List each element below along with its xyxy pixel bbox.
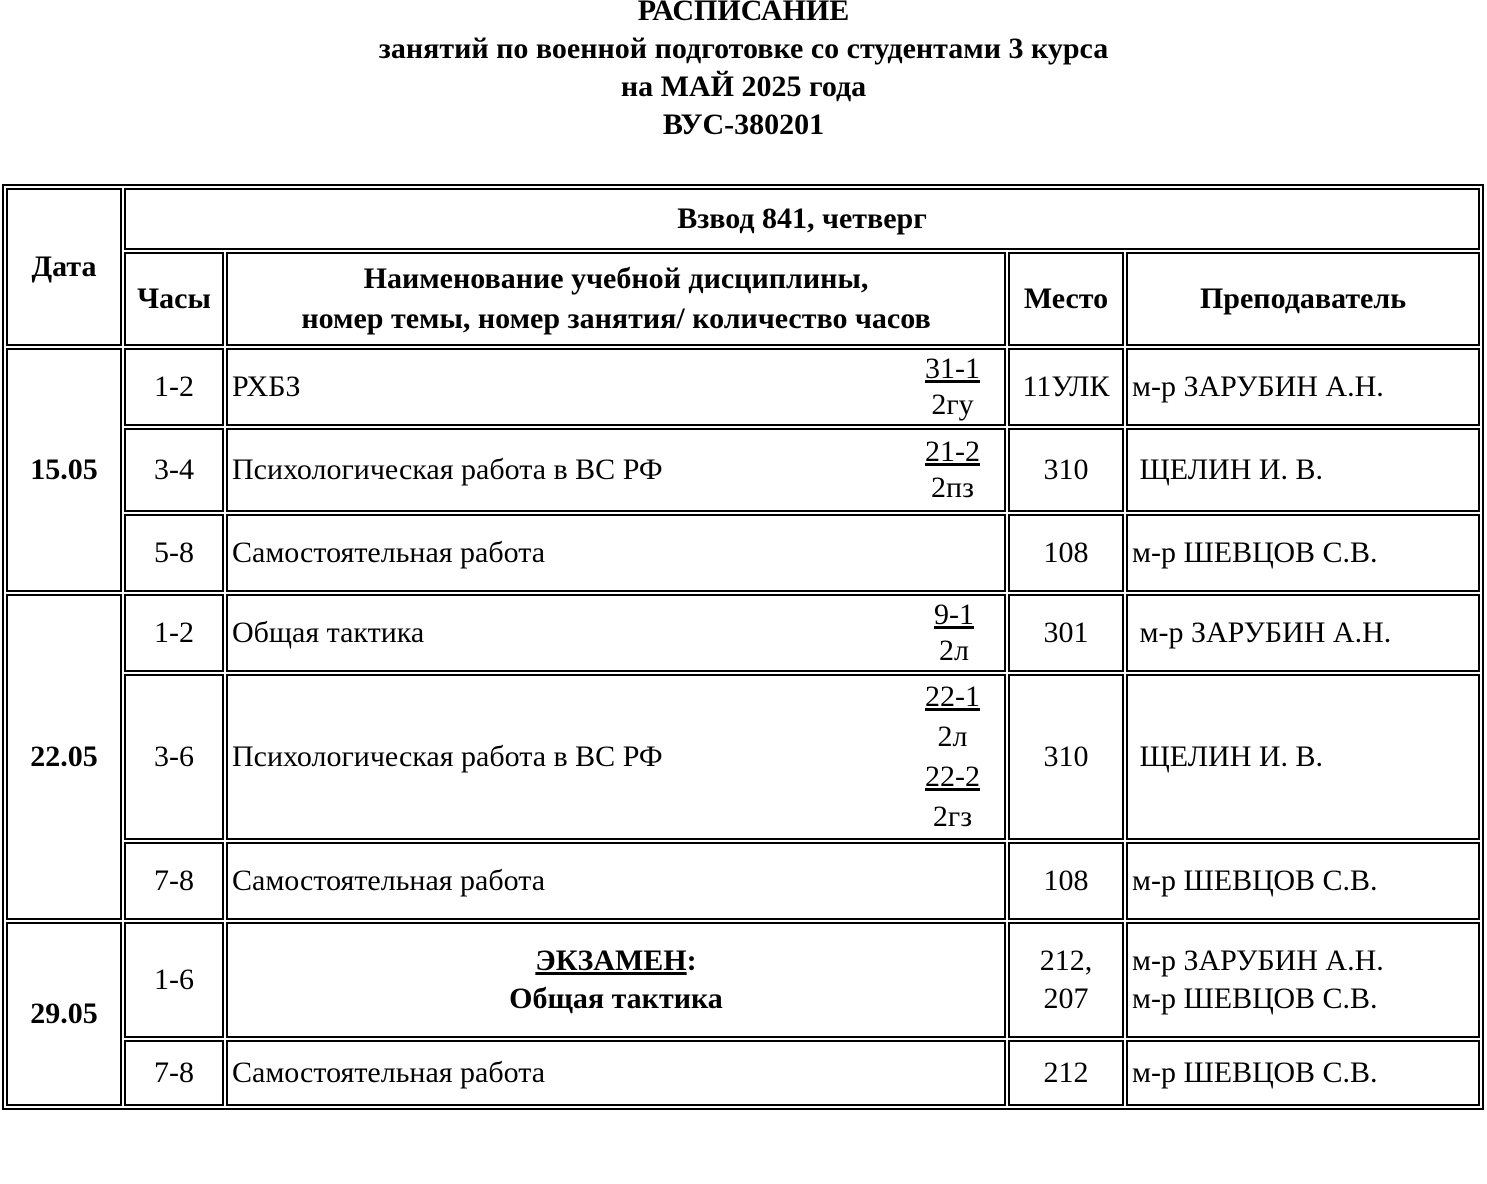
topic-lesson: 31-1 — [925, 352, 980, 385]
table-header-row: Дата Взвод 841, четверг — [6, 188, 1481, 346]
table-row: 15.05 1-2 РХБЗ 31-1 2гу 11УЛК м-р ЗАРУБИ… — [6, 348, 1481, 592]
hours-cell: 3-4 — [124, 428, 224, 512]
hours-type: 2гу — [931, 388, 974, 421]
subject-name: Психологическая работа в ВС РФ — [232, 740, 663, 773]
hours-cell: 1-6 — [124, 922, 224, 1038]
table-row: 7-8 Самостоятельная работа 108 м-р ШЕВЦО… — [6, 842, 1481, 920]
header-date: Дата — [6, 188, 122, 346]
table-row: 3-6 Психологическая работа в ВС РФ 22-1 … — [6, 674, 1481, 840]
table-row: 7-8 Самостоятельная работа 212 м-р ШЕВЦО… — [6, 1040, 1481, 1106]
period: на МАЙ 2025 года — [620, 70, 867, 103]
subject-cell: Психологическая работа в ВС РФ 21-2 2пз — [226, 428, 1006, 512]
lesson-code: 21-2 2пз — [925, 434, 980, 506]
hours-type: 2л — [939, 634, 969, 667]
place-cell: 108 — [1008, 842, 1124, 920]
table-row: 3-4 Психологическая работа в ВС РФ 21-2 … — [6, 428, 1481, 512]
date-cell: 29.05 — [6, 922, 122, 1106]
hours-cell: 7-8 — [124, 1040, 224, 1106]
place-cell: 11УЛК — [1008, 348, 1124, 426]
place-cell: 310 — [1008, 428, 1124, 512]
hours-type: 2пз — [931, 471, 974, 504]
hours-cell: 3-6 — [124, 674, 224, 840]
title: РАСПИСАНИЕ — [637, 0, 850, 27]
exam-title: ЭКЗАМЕН: — [228, 942, 1004, 980]
teacher-cell: ЩЕЛИН И. В. — [1126, 428, 1481, 512]
teacher-cell: м-р ШЕВЦОВ С.В. — [1126, 1040, 1481, 1106]
subject-cell: Общая тактика 9-1 2л — [226, 594, 1006, 672]
teacher-cell: м-р ШЕВЦОВ С.В. — [1126, 842, 1481, 920]
subject-name: Общая тактика — [232, 616, 425, 649]
place-cell: 212 — [1008, 1040, 1124, 1106]
place-cell: 212, 207 — [1008, 922, 1124, 1038]
place-line: 212, — [1039, 944, 1093, 977]
place-line: 207 — [1043, 982, 1089, 1015]
exam-word: ЭКЗАМЕН — [535, 944, 687, 977]
document-header: РАСПИСАНИЕ занятий по военной подготовке… — [0, 0, 1487, 144]
hours-type-2: 2гз — [932, 800, 973, 833]
teacher-cell: м-р ЗАРУБИН А.Н. — [1126, 348, 1481, 426]
hours-cell: 1-2 — [124, 594, 224, 672]
topic-lesson-2: 22-2 — [925, 760, 980, 793]
subtitle: занятий по военной подготовке со студент… — [378, 32, 1109, 65]
teacher-cell: м-р ШЕВЦОВ С.В. — [1126, 514, 1481, 592]
date-cell: 22.05 — [6, 594, 122, 920]
lesson-code: 9-1 2л — [934, 597, 974, 669]
place-cell: 310 — [1008, 674, 1124, 840]
date-cell: 15.05 — [6, 348, 122, 592]
topic-lesson: 21-2 — [925, 435, 980, 468]
topic-lesson: 22-1 — [925, 680, 980, 713]
subject-cell: Самостоятельная работа — [226, 514, 1006, 592]
header-subject-line2: номер темы, номер занятия/ количество ча… — [301, 302, 931, 335]
header-platoon: Взвод 841, четверг — [124, 188, 1481, 250]
header-place: Место — [1008, 252, 1124, 346]
specialty-code: ВУС-380201 — [662, 108, 825, 141]
teacher-cell: ЩЕЛИН И. В. — [1126, 674, 1481, 840]
lesson-code: 22-1 2л 22-2 2гз — [925, 677, 980, 837]
header-hours: Часы — [124, 252, 224, 346]
exam-subject: Общая тактика — [509, 982, 723, 1015]
subject-cell: Самостоятельная работа — [226, 1040, 1006, 1106]
table-row: 22.05 1-2 Общая тактика 9-1 2л 301 м-р З… — [6, 594, 1481, 920]
subject-cell: Психологическая работа в ВС РФ 22-1 2л 2… — [226, 674, 1006, 840]
table-row: 5-8 Самостоятельная работа 108 м-р ШЕВЦО… — [6, 514, 1481, 592]
place-cell: 108 — [1008, 514, 1124, 592]
header-teacher: Преподаватель — [1126, 252, 1481, 346]
hours-cell: 5-8 — [124, 514, 224, 592]
teacher-line: м-р ШЕВЦОВ С.В. — [1132, 982, 1378, 1015]
table-row: 29.05 1-6 ЭКЗАМЕН: Общая тактика 212, 20… — [6, 922, 1481, 1106]
table-subheader-row: Часы Наименование учебной дисциплины, но… — [6, 252, 1481, 346]
place-cell: 301 — [1008, 594, 1124, 672]
subject-name: РХБЗ — [232, 370, 301, 403]
subject-cell: Самостоятельная работа — [226, 842, 1006, 920]
teacher-line: м-р ЗАРУБИН А.Н. — [1132, 944, 1384, 977]
teacher-cell: м-р ЗАРУБИН А.Н. — [1126, 594, 1481, 672]
hours-cell: 7-8 — [124, 842, 224, 920]
header-subject: Наименование учебной дисциплины, номер т… — [226, 252, 1006, 346]
subject-name: Психологическая работа в ВС РФ — [232, 453, 663, 486]
schedule-table: Дата Взвод 841, четверг Часы Наименовани… — [2, 184, 1485, 1110]
hours-cell: 1-2 — [124, 348, 224, 426]
teacher-cell: м-р ЗАРУБИН А.Н. м-р ШЕВЦОВ С.В. — [1126, 922, 1481, 1038]
header-subject-line1: Наименование учебной дисциплины, — [363, 262, 869, 295]
subject-cell: РХБЗ 31-1 2гу — [226, 348, 1006, 426]
hours-type: 2л — [937, 720, 968, 753]
topic-lesson: 9-1 — [934, 598, 974, 631]
exam-colon: : — [686, 944, 697, 977]
lesson-code: 31-1 2гу — [925, 351, 980, 423]
exam-cell: ЭКЗАМЕН: Общая тактика — [226, 922, 1006, 1038]
